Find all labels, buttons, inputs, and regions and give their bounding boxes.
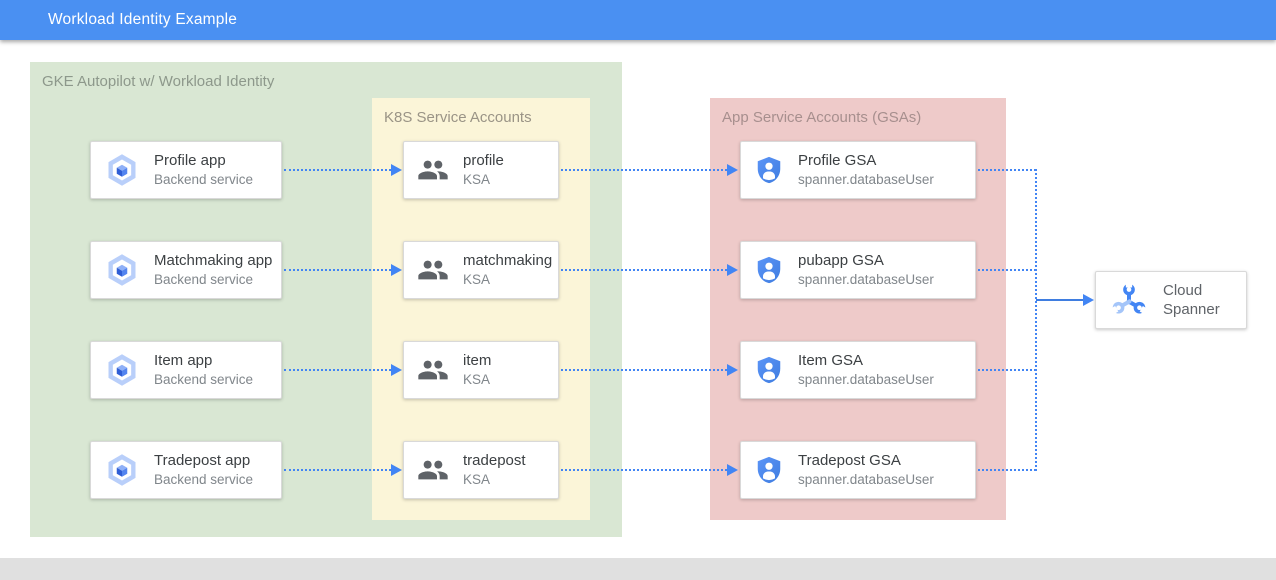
gsa-node-profile: Profile GSA spanner.databaseUser: [740, 141, 976, 199]
node-title: Cloud Spanner: [1163, 282, 1220, 318]
node-subtitle: spanner.databaseUser: [798, 472, 934, 487]
node-title: Matchmaking app: [154, 252, 273, 269]
app-node-item: Item app Backend service: [90, 341, 282, 399]
node-subtitle: Backend service: [154, 472, 254, 487]
people-icon: [417, 254, 449, 286]
ksa-node-profile: profile KSA: [403, 141, 559, 199]
node-title: Item app: [154, 352, 213, 369]
node-title: item: [463, 352, 492, 369]
arrowhead: [391, 364, 402, 376]
gke-hexagon-icon: [104, 452, 140, 488]
dotted-connector: [978, 269, 1036, 271]
ksa-container-label: K8S Service Accounts: [384, 109, 532, 126]
dotted-connector: [561, 469, 727, 471]
cloud-spanner-icon: [1109, 280, 1149, 320]
arrowhead: [391, 164, 402, 176]
gsa-node-pubapp: pubapp GSA spanner.databaseUser: [740, 241, 976, 299]
dotted-connector: [284, 169, 391, 171]
arrowhead: [1083, 294, 1094, 306]
dotted-connector: [284, 369, 391, 371]
node-subtitle: Backend service: [154, 372, 254, 387]
node-subtitle: KSA: [463, 272, 491, 287]
dotted-connector: [284, 469, 391, 471]
node-subtitle: KSA: [463, 472, 491, 487]
window-title: Workload Identity Example: [48, 11, 238, 28]
window-title-bar: Workload Identity Example: [0, 0, 1276, 40]
dotted-rail: [1035, 169, 1037, 471]
arrowhead: [727, 264, 738, 276]
gke-container-label: GKE Autopilot w/ Workload Identity: [42, 73, 275, 90]
node-subtitle: KSA: [463, 172, 491, 187]
ksa-node-tradepost: tradepost KSA: [403, 441, 559, 499]
gke-hexagon-icon: [104, 352, 140, 388]
node-subtitle: Backend service: [154, 172, 254, 187]
node-subtitle: spanner.databaseUser: [798, 172, 934, 187]
node-title: profile: [463, 152, 504, 169]
node-title: Item GSA: [798, 352, 864, 369]
gsa-container-label: App Service Accounts (GSAs): [722, 109, 922, 126]
node-title: pubapp GSA: [798, 252, 884, 269]
node-title: tradepost: [463, 452, 526, 469]
dotted-connector: [978, 169, 1036, 171]
app-node-profile: Profile app Backend service: [90, 141, 282, 199]
app-node-matchmaking: Matchmaking app Backend service: [90, 241, 282, 299]
node-subtitle: spanner.databaseUser: [798, 372, 934, 387]
people-icon: [417, 454, 449, 486]
arrowhead: [727, 464, 738, 476]
ksa-node-item: item KSA: [403, 341, 559, 399]
node-title: matchmaking: [463, 252, 553, 269]
footer-strip: [0, 558, 1276, 580]
cloud-spanner-node: Cloud Spanner: [1095, 271, 1247, 329]
dotted-connector: [978, 469, 1036, 471]
app-node-tradepost: Tradepost app Backend service: [90, 441, 282, 499]
gsa-node-item: Item GSA spanner.databaseUser: [740, 341, 976, 399]
arrowhead: [727, 364, 738, 376]
arrowhead: [727, 164, 738, 176]
node-title: Tradepost app: [154, 452, 251, 469]
dotted-connector: [561, 269, 727, 271]
dotted-connector: [978, 369, 1036, 371]
ksa-node-matchmaking: matchmaking KSA: [403, 241, 559, 299]
people-icon: [417, 354, 449, 386]
people-icon: [417, 154, 449, 186]
node-subtitle: KSA: [463, 372, 491, 387]
shield-user-icon: [754, 455, 784, 485]
node-subtitle: Backend service: [154, 272, 254, 287]
arrowhead: [391, 264, 402, 276]
gke-hexagon-icon: [104, 252, 140, 288]
shield-user-icon: [754, 155, 784, 185]
arrowhead: [391, 464, 402, 476]
gke-hexagon-icon: [104, 152, 140, 188]
solid-connector: [1036, 299, 1083, 301]
dotted-connector: [561, 369, 727, 371]
shield-user-icon: [754, 355, 784, 385]
shield-user-icon: [754, 255, 784, 285]
dotted-connector: [561, 169, 727, 171]
node-title: Profile GSA: [798, 152, 877, 169]
dotted-connector: [284, 269, 391, 271]
node-title: Tradepost GSA: [798, 452, 901, 469]
gsa-node-tradepost: Tradepost GSA spanner.databaseUser: [740, 441, 976, 499]
node-subtitle: spanner.databaseUser: [798, 272, 934, 287]
node-title: Profile app: [154, 152, 226, 169]
